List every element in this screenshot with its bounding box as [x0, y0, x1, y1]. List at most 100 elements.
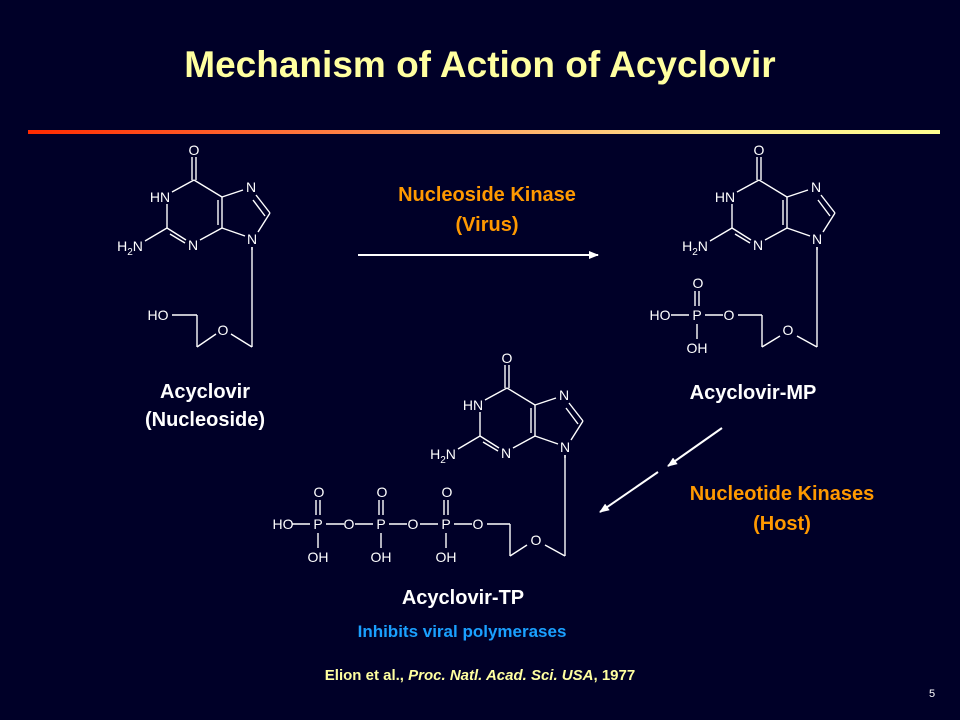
bond — [457, 435, 481, 450]
bond — [822, 212, 836, 233]
atom-label: O — [473, 516, 484, 532]
atom-label: P — [692, 307, 701, 323]
bond — [734, 233, 751, 244]
citation: Elion et al., Proc. Natl. Acad. Sci. USA… — [180, 667, 780, 684]
atom-label: OH — [687, 340, 708, 356]
atom-label: HN — [150, 189, 170, 205]
atom-label: H2N — [117, 238, 143, 258]
atom-label: HO — [148, 307, 169, 323]
atom-label: O — [218, 322, 229, 338]
bond — [144, 227, 168, 242]
atom-label: HN — [463, 397, 483, 413]
arrow-down-left-icon — [667, 427, 723, 467]
bond — [506, 387, 536, 406]
bond — [709, 227, 733, 242]
bond — [482, 441, 499, 452]
atom-label: O — [502, 350, 513, 366]
citation-year: , 1977 — [593, 667, 636, 684]
bond — [534, 397, 557, 406]
atom-label: O — [783, 322, 794, 338]
step-1-enzyme: Nucleoside Kinase (Virus) — [337, 180, 637, 240]
bond — [796, 335, 818, 348]
enzyme-name: Nucleotide Kinases — [689, 483, 875, 505]
bond — [761, 335, 781, 348]
atom-label: OH — [436, 549, 457, 565]
atom-label: P — [376, 516, 385, 532]
atom-label: O — [189, 142, 200, 158]
atom-label: N — [246, 179, 256, 195]
acyclovir-mp-label: Acyclovir-MP — [689, 382, 817, 404]
atom-label: P — [313, 516, 322, 532]
bond — [196, 333, 217, 348]
inhibition-note: Inhibits viral polymerases — [357, 622, 567, 641]
bond — [817, 199, 831, 217]
atom-label: O — [754, 142, 765, 158]
atom-label: HN — [715, 189, 735, 205]
bond — [166, 227, 187, 241]
atom-label: N — [812, 231, 822, 247]
atom-label: P — [441, 516, 450, 532]
enzyme-name: Nucleoside Kinase — [398, 184, 576, 206]
bond — [568, 402, 584, 422]
atom-label: H2N — [682, 238, 708, 258]
arrow-down-left-icon — [599, 471, 659, 513]
citation-journal: Proc. Natl. Acad. Sci. USA — [408, 667, 594, 684]
atom-label: OH — [308, 549, 329, 565]
bond — [764, 227, 788, 241]
atom-label: O — [442, 484, 453, 500]
bond — [221, 227, 246, 237]
acyclovir-tp-label: Acyclovir-TP — [401, 587, 525, 609]
bond — [252, 199, 266, 217]
bond — [169, 233, 186, 244]
atom-label: N — [560, 439, 570, 455]
enzyme-source: (Virus) — [455, 214, 519, 236]
acyclovir-structure: O HN H2N N N N O HO — [117, 142, 271, 348]
molecule-name: Acyclovir — [159, 381, 251, 403]
bond — [758, 179, 788, 198]
atom-label: O — [531, 532, 542, 548]
bond — [484, 387, 508, 401]
bond — [230, 333, 253, 348]
atom-label: N — [811, 179, 821, 195]
acyclovir-label: Acyclovir (Nucleoside) — [105, 378, 305, 434]
atom-label: O — [344, 516, 355, 532]
bond — [534, 435, 559, 445]
enzyme-source: (Host) — [753, 513, 811, 535]
bond — [512, 435, 536, 449]
bond — [255, 194, 271, 214]
atom-label: HO — [273, 516, 294, 532]
atom-label: H2N — [430, 446, 456, 466]
atom-label: O — [724, 307, 735, 323]
atom-label: N — [188, 237, 198, 253]
bond — [570, 420, 584, 441]
page-number: 5 — [929, 688, 936, 700]
bond — [565, 407, 579, 425]
citation-authors: Elion et al., — [324, 667, 409, 684]
bond — [199, 227, 223, 241]
atom-label: HO — [650, 307, 671, 323]
step-2-enzyme: Nucleotide Kinases (Host) — [632, 479, 932, 539]
bond — [171, 179, 195, 193]
atom-label: OH — [371, 549, 392, 565]
bond — [820, 194, 836, 214]
atom-label: O — [314, 484, 325, 500]
bond — [257, 212, 271, 233]
molecule-subtitle: (Nucleoside) — [144, 409, 266, 431]
bond — [544, 544, 566, 557]
bond — [193, 179, 223, 198]
atom-label: N — [247, 231, 257, 247]
atom-label: N — [501, 445, 511, 461]
bond — [479, 435, 500, 449]
slide-title: Mechanism of Action of Acyclovir — [184, 44, 776, 85]
atom-label: N — [559, 387, 569, 403]
atom-label: O — [377, 484, 388, 500]
bond — [509, 544, 528, 557]
atom-label: N — [753, 237, 763, 253]
bond — [736, 179, 760, 193]
bond — [786, 227, 811, 237]
bond — [221, 189, 244, 198]
atom-label: O — [693, 275, 704, 291]
